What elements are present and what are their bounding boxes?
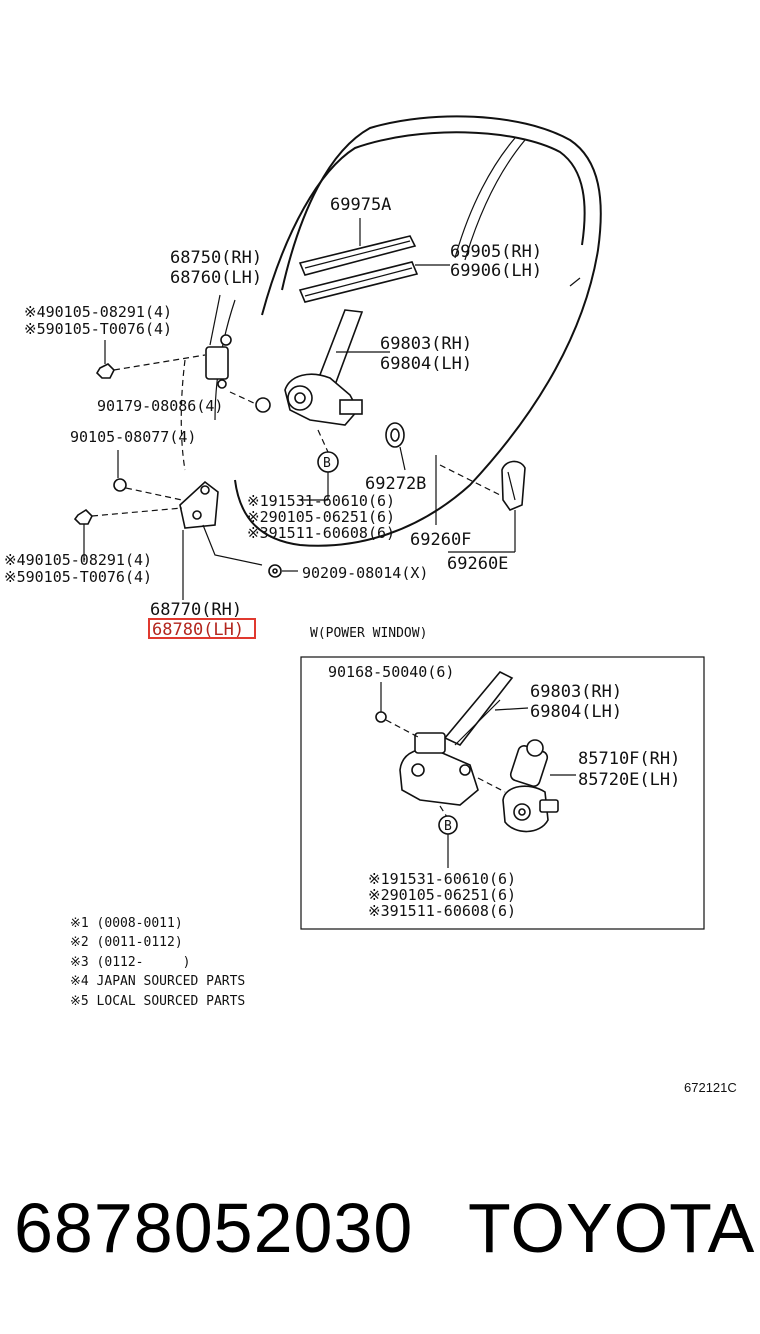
inset-label-90168: 90168-50040(6) [328,663,454,681]
washer-icon [268,564,298,578]
label-power-window: W(POWER WINDOW) [310,626,427,641]
diagram-reference-code: 672121C [684,1080,737,1095]
label-590105-top: ※590105-T0076(4) [24,320,172,338]
label-590105-bottom: ※590105-T0076(4) [4,568,152,586]
note-2: ※2 (0011-0112) [70,935,183,950]
bolt-icon [95,340,206,379]
note-3: ※3 (0112- ) [70,955,190,970]
inset-label-85720e: 85720E(LH) [578,770,680,790]
parts-diagram: B [4,115,705,1009]
highlight-box [148,618,256,639]
label-490105-bottom: ※490105-08291(4) [4,551,152,569]
note-4: ※4 JAPAN SOURCED PARTS [70,974,245,989]
nut-icon [229,391,271,413]
label-90209: 90209-08014(X) [302,564,428,582]
hinge-upper [205,334,232,389]
inset-power-window: B [300,656,705,930]
weatherstrip-lower [298,261,419,303]
note-1: ※1 (0008-0011) [70,916,183,931]
callout-b: B [323,456,331,471]
inset-callout-b: B [444,819,452,834]
label-68780-highlighted: 68780(LH) [152,620,244,640]
label-90179: 90179-08086(4) [97,397,223,415]
window-regulator [284,309,390,426]
inset-label-85710f: 85710F(RH) [578,749,680,769]
label-68750: 68750(RH) [170,248,262,268]
label-191531: ※191531-60610(6) [247,492,395,510]
label-391511: ※391511-60608(6) [247,524,395,542]
label-90105-08077: 90105-08077(4) [70,428,196,446]
label-69905: 69905(RH) [450,242,542,262]
label-290105: ※290105-06251(6) [247,508,395,526]
inset-label-69804: 69804(LH) [530,702,622,722]
label-69260f: 69260F [410,530,471,550]
inset-label-290105: ※290105-06251(6) [368,886,516,904]
part-number: 6878052030 [14,1189,414,1267]
note-5: ※5 LOCAL SOURCED PARTS [70,994,245,1009]
label-69803: 69803(RH) [380,334,472,354]
label-69804: 69804(LH) [380,354,472,374]
label-69975a: 69975A [330,195,391,215]
door-switch [435,455,526,553]
label-69906: 69906(LH) [450,261,542,281]
label-490105-top: ※490105-08291(4) [24,303,172,321]
label-68770: 68770(RH) [150,600,242,620]
hinge-lower [179,480,219,529]
screw-icon [113,450,183,501]
weatherstrip-upper [298,235,417,276]
label-69272b: 69272B [365,474,426,494]
inset-label-69803: 69803(RH) [530,682,622,702]
grommet [385,422,406,471]
bolt-icon [73,507,183,562]
inset-label-391511: ※391511-60608(6) [368,902,516,920]
label-68760: 68760(LH) [170,268,262,288]
label-69260e: 69260E [447,554,508,574]
inset-label-191531: ※191531-60610(6) [368,870,516,888]
brand-name: TOYOTA [468,1189,756,1267]
